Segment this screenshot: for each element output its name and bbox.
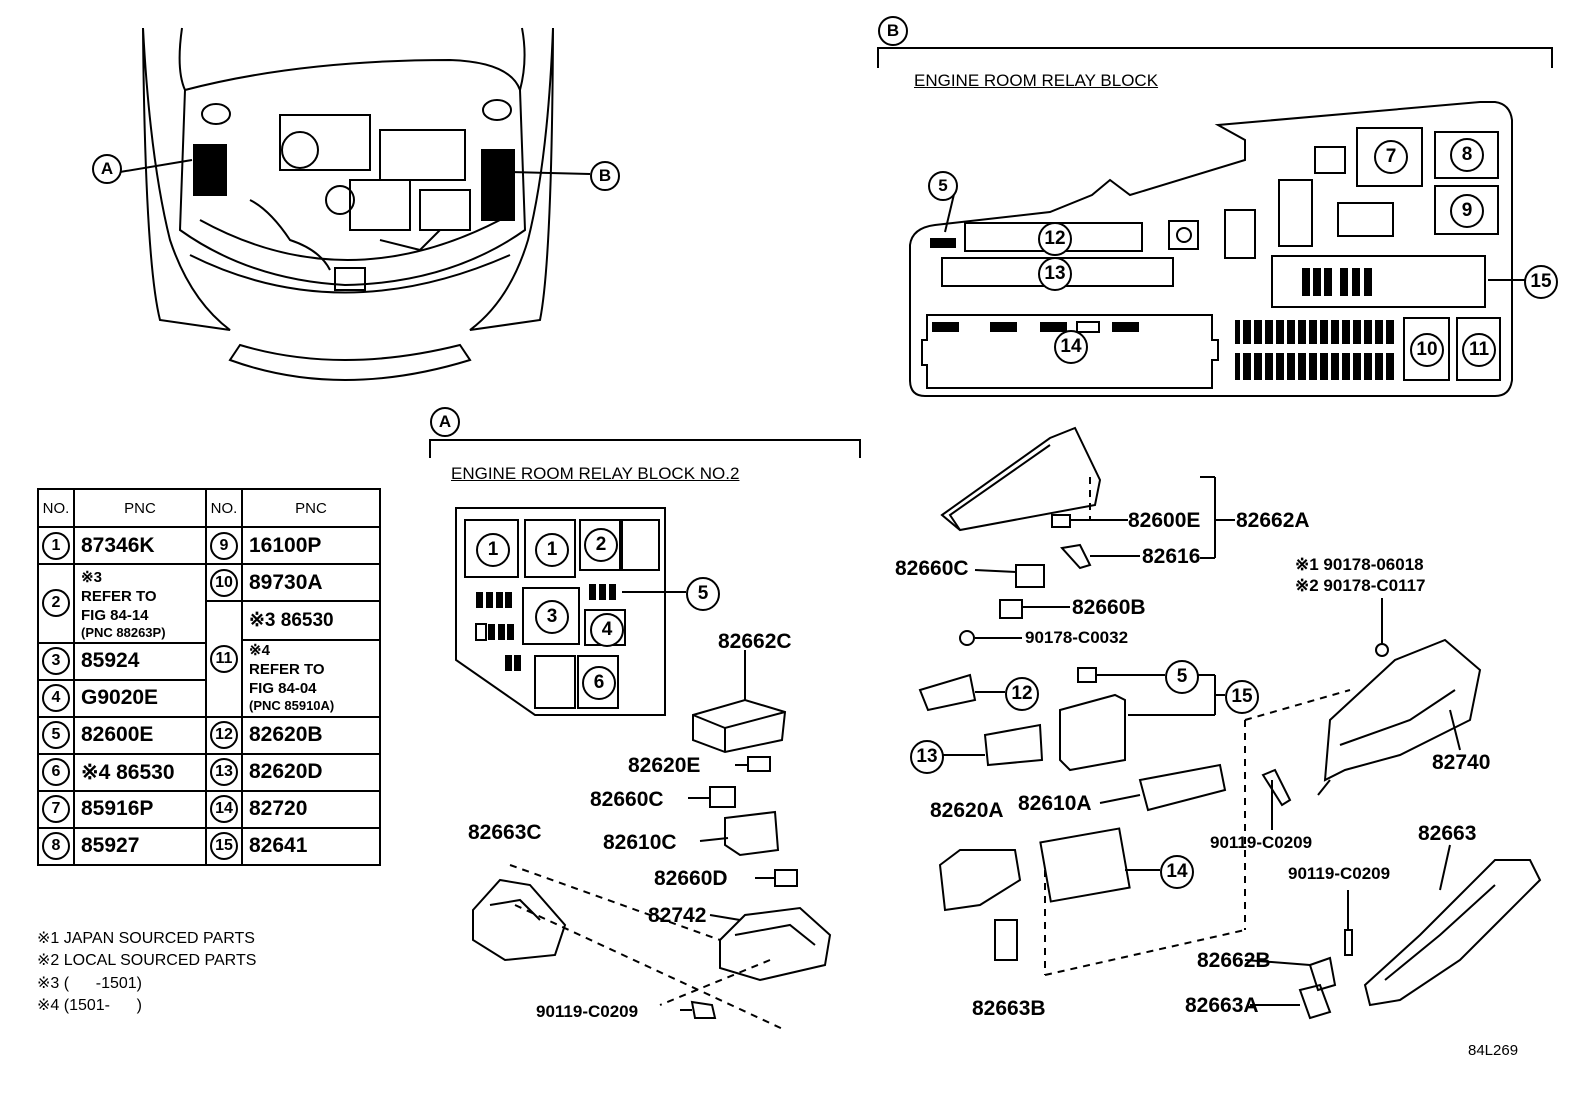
row-no: 14 xyxy=(205,789,243,829)
part-90119-C0209-b: 90119-C0209 xyxy=(1210,833,1313,852)
slot-b-13: 13 xyxy=(1038,257,1072,291)
part-90119-C0209-c: 90119-C0209 xyxy=(1288,864,1391,883)
part-82660B: 82660B xyxy=(1072,596,1146,619)
row-pnc: 82620D xyxy=(241,752,381,792)
callout-b-section: B xyxy=(878,16,908,46)
row-pnc: 89730A xyxy=(241,563,381,602)
slot-b-10: 10 xyxy=(1410,333,1444,367)
row-no: 1 xyxy=(37,526,75,565)
pnc-table: NO. PNC NO. PNC 1 87346K 9 16100P 2 ※3 R… xyxy=(37,488,381,866)
row-pnc-note: ※3 REFER TO FIG 84-14 (PNC 88263P) xyxy=(73,563,207,644)
part-82662B: 82662B xyxy=(1197,949,1271,972)
part-82662C: 82662C xyxy=(718,630,792,653)
row-pnc: 82641 xyxy=(241,826,381,866)
slot-b-7: 7 xyxy=(1374,140,1408,174)
slot-a-1b: 1 xyxy=(535,533,569,567)
slot-a-6: 6 xyxy=(582,666,616,700)
part-82600E: 82600E xyxy=(1128,509,1201,532)
slot-a-5: 5 xyxy=(686,577,720,611)
header-no-right: NO. xyxy=(205,488,243,528)
part-82663A: 82663A xyxy=(1185,994,1259,1017)
slot-b-15: 15 xyxy=(1524,265,1558,299)
slot-b-8: 8 xyxy=(1450,138,1484,172)
footnote-2: ※2 LOCAL SOURCED PARTS xyxy=(37,952,257,970)
row-no: 4 xyxy=(37,678,75,718)
part-82616: 82616 xyxy=(1142,545,1201,568)
slot-b-14: 14 xyxy=(1054,330,1088,364)
row-pnc: G9020E xyxy=(73,678,207,718)
row-pnc: 16100P xyxy=(241,526,381,565)
callout-b-engine: B xyxy=(590,161,620,191)
part-82620E: 82620E xyxy=(628,754,701,777)
part-82610C: 82610C xyxy=(603,831,677,854)
part-82742: 82742 xyxy=(648,904,707,927)
row-no: 9 xyxy=(205,526,243,565)
row-pnc: 82600E xyxy=(73,715,207,755)
row-pnc: 85924 xyxy=(73,641,207,681)
item-callout-12: 12 xyxy=(1005,677,1039,711)
footnote-3: ※3 ( -1501) xyxy=(37,974,142,992)
slot-b-5: 5 xyxy=(928,171,958,201)
fuse-array-b xyxy=(1235,320,1395,380)
part-82620A: 82620A xyxy=(930,799,1004,822)
part-90119-C0209-a: 90119-C0209 xyxy=(536,1002,639,1021)
footnote-1: ※1 JAPAN SOURCED PARTS xyxy=(37,930,255,947)
part-90178-C0032: 90178-C0032 xyxy=(1025,628,1129,647)
row-no: 5 xyxy=(37,715,75,755)
item-callout-13: 13 xyxy=(910,740,944,774)
row-pnc-note: ※4 REFER TO FIG 84-04 (PNC 85910A) xyxy=(241,639,381,718)
slot-b-12: 12 xyxy=(1038,222,1072,256)
slot-b-11: 11 xyxy=(1462,333,1496,367)
row-pnc: 85927 xyxy=(73,826,207,866)
part-82663C: 82663C xyxy=(468,821,542,844)
part-82660C-a: 82660C xyxy=(590,788,664,811)
part-90178-06018: ※1 90178-06018 xyxy=(1295,555,1424,574)
slot-a-4: 4 xyxy=(590,613,624,647)
row-no: 8 xyxy=(37,826,75,866)
block-b-title: ENGINE ROOM RELAY BLOCK xyxy=(914,71,1159,90)
callout-a-section: A xyxy=(430,407,460,437)
header-pnc-right: PNC xyxy=(241,488,381,528)
row-pnc: 82720 xyxy=(241,789,381,829)
header-pnc-left: PNC xyxy=(73,488,207,528)
part-82660C-b: 82660C xyxy=(895,557,969,580)
part-90178-C0117: ※2 90178-C0117 xyxy=(1295,576,1426,595)
row-no: 3 xyxy=(37,641,75,681)
row-pnc: 82620B xyxy=(241,715,381,755)
slot-a-2: 2 xyxy=(584,528,618,562)
part-82663: 82663 xyxy=(1418,822,1477,845)
part-82660D: 82660D xyxy=(654,867,728,890)
footnote-4: ※4 (1501- ) xyxy=(37,997,142,1015)
item-callout-5: 5 xyxy=(1165,660,1199,694)
footnotes: ※1 JAPAN SOURCED PARTS ※2 LOCAL SOURCED … xyxy=(37,928,256,1018)
row-no: 12 xyxy=(205,715,243,755)
part-82663B: 82663B xyxy=(972,997,1046,1020)
callout-a-engine: A xyxy=(92,154,122,184)
row-no: 13 xyxy=(205,752,243,792)
item-callout-14: 14 xyxy=(1160,855,1194,889)
item-callout-15: 15 xyxy=(1225,680,1259,714)
slot-a-3: 3 xyxy=(535,600,569,634)
part-82610A: 82610A xyxy=(1018,792,1092,815)
figure-code: 84L269 xyxy=(1468,1042,1519,1059)
row-no: 15 xyxy=(205,826,243,866)
engine-bay-illustration xyxy=(119,27,591,381)
slot-a-1a: 1 xyxy=(476,533,510,567)
row-no: 11 xyxy=(205,600,243,718)
row-pnc: ※3 86530 xyxy=(241,599,381,642)
row-pnc: ※4 86530 xyxy=(73,752,207,792)
row-no: 6 xyxy=(37,752,75,792)
part-82662A: 82662A xyxy=(1236,509,1310,532)
header-no-left: NO. xyxy=(37,488,75,528)
grommet-icon xyxy=(1176,227,1192,243)
row-no: 10 xyxy=(205,563,243,602)
row-pnc: 85916P xyxy=(73,789,207,829)
slot-b-9: 9 xyxy=(1450,194,1484,228)
row-no: 7 xyxy=(37,789,75,829)
row-no: 2 xyxy=(37,563,75,644)
part-82740: 82740 xyxy=(1432,751,1491,774)
block-a-title: ENGINE ROOM RELAY BLOCK NO.2 xyxy=(451,464,740,483)
row-pnc: 87346K xyxy=(73,526,207,565)
